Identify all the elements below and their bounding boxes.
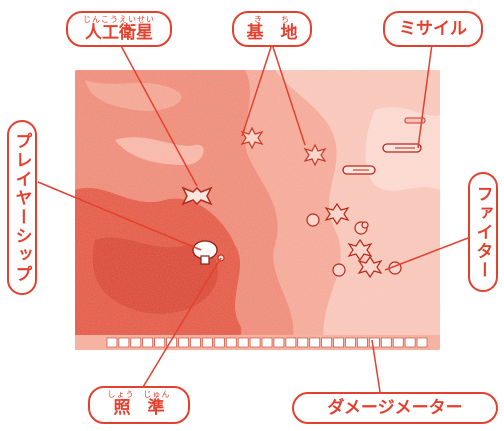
text-satellite: 人工衛星: [85, 23, 153, 43]
damage-meter-segment: [416, 337, 428, 348]
fighter-sprite: [361, 221, 369, 229]
damage-meter-segment: [297, 337, 309, 348]
base-sprite: [303, 143, 327, 167]
base-sprite: [240, 126, 264, 150]
screen-grain: [75, 70, 440, 350]
damage-meter-segment: [261, 337, 273, 348]
damage-meter-segment: [202, 337, 213, 348]
leader-damage-meter: [371, 339, 381, 393]
leader-base-2: [271, 43, 306, 146]
damage-meter-bar: [75, 335, 440, 350]
game-screen: [75, 70, 440, 350]
leader-fighter: [384, 237, 469, 271]
fighter-sprite: [332, 263, 346, 277]
text-player-ship: プレイヤーシップ: [11, 131, 32, 284]
damage-meter-segment: [333, 337, 344, 348]
label-missile: ミサイル: [383, 11, 483, 47]
text-fighter: ファイター: [472, 184, 493, 280]
damage-meter-segment: [106, 337, 118, 348]
leader-sight: [139, 257, 222, 393]
damage-meter-segment: [285, 337, 297, 348]
missile-sprite: [382, 143, 422, 153]
damage-meter-segment: [369, 337, 380, 348]
missile-sprite: [342, 165, 376, 175]
label-sight: しょう じゅん 照 準: [88, 386, 190, 424]
missile-sprite: [404, 117, 426, 124]
damage-meter-segment: [357, 337, 368, 348]
game-scene: [75, 70, 440, 350]
satellite-sprite: [181, 186, 213, 206]
damage-meter-segment: [166, 337, 177, 348]
leader-missile: [417, 43, 433, 149]
text-missile: ミサイル: [399, 19, 467, 39]
label-base: き ち 基 地: [232, 11, 312, 47]
damage-meter-segment: [321, 337, 332, 348]
damage-meter-segment: [142, 337, 154, 348]
fighter-sprite: [306, 213, 320, 227]
damage-meter-segment: [118, 337, 130, 348]
leader-base-1: [241, 43, 273, 137]
ruby-satellite: じんこうえいせい: [83, 15, 155, 24]
damage-meter-segment: [225, 337, 237, 348]
damage-meter-segment: [154, 337, 165, 348]
damage-meter-segment: [404, 337, 416, 348]
damage-meter-segment: [130, 337, 142, 348]
leader-player-ship: [37, 181, 202, 251]
label-fighter: ファイター: [468, 172, 498, 292]
leader-satellite: [119, 43, 198, 187]
ruby-base: き ち: [254, 15, 290, 24]
damage-meter-segment: [190, 337, 201, 348]
damage-meter-segment: [214, 337, 225, 348]
label-damage-meter: ダメージメーター: [292, 392, 498, 424]
damage-meter-segment: [392, 337, 404, 348]
player-ship-sprite: [192, 240, 218, 265]
text-sight: 照 準: [113, 398, 165, 418]
damage-meter-segment: [178, 337, 189, 348]
ruby-sight: しょう じゅん: [107, 390, 171, 399]
damage-meter-segment: [273, 337, 285, 348]
label-player-ship: プレイヤーシップ: [7, 120, 37, 295]
damage-meter-segment: [249, 337, 261, 348]
text-base: 基 地: [246, 23, 298, 43]
damage-meter-segment: [380, 337, 392, 348]
damage-meter-segment: [345, 337, 356, 348]
fighter-sprite: [324, 202, 350, 226]
label-satellite: じんこうえいせい 人工衛星: [66, 11, 172, 47]
damage-meter-segment: [309, 337, 320, 348]
fighter-sprite: [347, 238, 373, 262]
fighter-sprite: [357, 255, 383, 279]
text-damage-meter: ダメージメーター: [327, 398, 463, 418]
damage-meter-segment: [237, 337, 249, 348]
